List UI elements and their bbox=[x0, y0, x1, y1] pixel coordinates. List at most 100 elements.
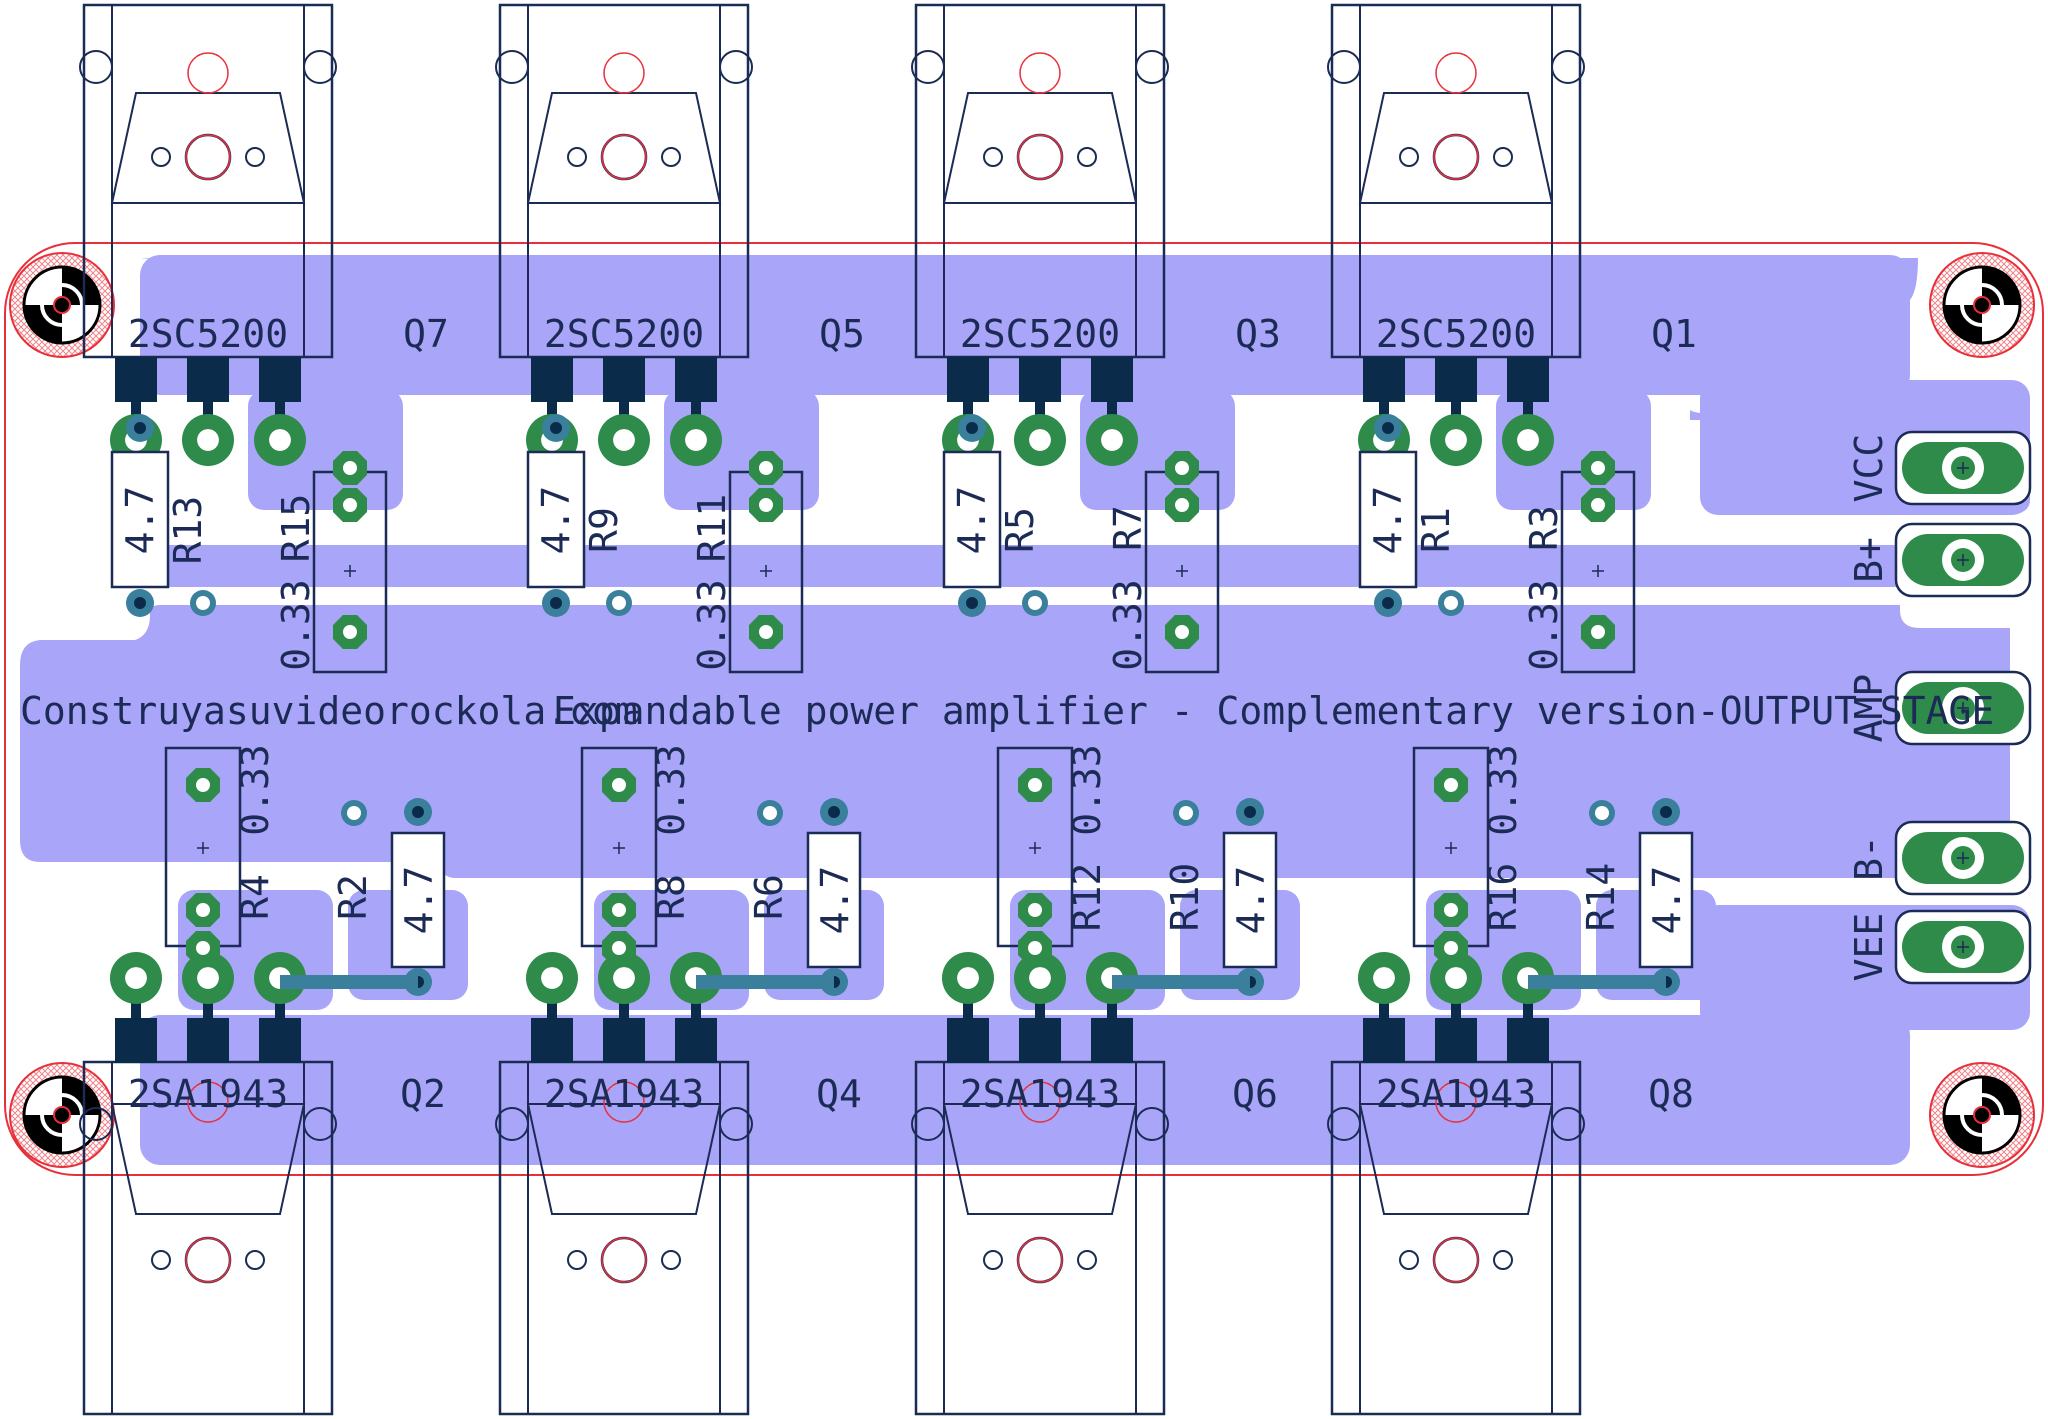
pad-drill bbox=[612, 941, 626, 955]
fiducial-quadrant bbox=[1982, 1077, 2020, 1115]
resistor-value-label: 0.33 bbox=[649, 744, 693, 836]
package-hole-keepout bbox=[185, 1237, 231, 1283]
connector-label: AMP bbox=[1847, 674, 1891, 743]
base-trace bbox=[696, 975, 834, 989]
pad-drill bbox=[1444, 941, 1458, 955]
package-keepout bbox=[1435, 1081, 1477, 1123]
copper-amp-region bbox=[20, 605, 2010, 862]
resistor-ref-label: R5 bbox=[998, 507, 1042, 553]
resistor-pad-center bbox=[412, 806, 424, 818]
resistor-pad-center bbox=[1244, 806, 1256, 818]
transistor-lead bbox=[603, 1018, 645, 1063]
pad-drill bbox=[1028, 903, 1042, 917]
transistor-lead bbox=[1435, 1018, 1477, 1063]
package-corner bbox=[1135, 50, 1169, 84]
resistor-ref-label: R2 bbox=[331, 874, 375, 920]
base-trace bbox=[1528, 975, 1666, 989]
transistor-lead bbox=[1507, 1018, 1549, 1063]
connector-mark bbox=[1957, 702, 1969, 714]
transistor-lead bbox=[187, 1018, 229, 1063]
resistor-center-mark bbox=[1029, 842, 1041, 854]
resistor-ref-label: R4 bbox=[233, 874, 277, 920]
package-corner bbox=[495, 50, 529, 84]
package-corner bbox=[1135, 1107, 1169, 1141]
package-pin-hole bbox=[983, 1250, 1003, 1270]
transistor-ref-label: Q1 bbox=[1651, 312, 1697, 356]
pad-drill bbox=[1591, 498, 1605, 512]
package-corner bbox=[79, 50, 113, 84]
pad-drill bbox=[612, 903, 626, 917]
resistor-ref-label: R12 bbox=[1065, 863, 1109, 932]
pad-drill bbox=[759, 498, 773, 512]
package-pin-hole bbox=[151, 1250, 171, 1270]
transistor-value-label: 2SA1943 bbox=[960, 1072, 1120, 1116]
resistor-outline bbox=[1222, 831, 1278, 969]
resistor-ref-label: R11 bbox=[690, 494, 734, 563]
resistor-ref-label: R9 bbox=[582, 507, 626, 553]
package-hole-keepout bbox=[601, 1237, 647, 1283]
transistor-package bbox=[79, 1060, 337, 1416]
pad-drill bbox=[269, 429, 291, 451]
package-corner bbox=[719, 50, 753, 84]
package-pin-hole bbox=[661, 147, 681, 167]
resistor-pad-center bbox=[550, 422, 562, 434]
package-corner bbox=[1327, 50, 1361, 84]
package-pin-hole bbox=[151, 147, 171, 167]
pad-drill bbox=[1444, 903, 1458, 917]
resistor-center-mark bbox=[197, 842, 209, 854]
transistor-lead-trace bbox=[547, 990, 557, 1020]
resistor-pad-center bbox=[1382, 597, 1394, 609]
resistor-center-mark bbox=[760, 565, 772, 577]
pad-drill bbox=[1444, 778, 1458, 792]
resistor-value-label: 0.33 bbox=[690, 579, 734, 671]
package-window bbox=[526, 1103, 722, 1215]
package-corner bbox=[911, 50, 945, 84]
transistor-value-label: 2SA1943 bbox=[128, 1072, 288, 1116]
resistor-outline bbox=[942, 450, 1002, 589]
transistor-lead bbox=[531, 1018, 573, 1063]
resistor-value-label: 4.7 bbox=[1229, 866, 1273, 935]
transistor-lead-trace bbox=[963, 990, 973, 1020]
transistor-lead bbox=[1091, 357, 1133, 402]
package-hole-keepout bbox=[1017, 134, 1063, 180]
transistor-lead bbox=[259, 357, 301, 402]
connector-mark bbox=[1957, 941, 1969, 953]
transistor-ref-label: Q8 bbox=[1648, 1072, 1694, 1116]
via-drill bbox=[1028, 596, 1042, 610]
transistor-lead bbox=[675, 357, 717, 402]
resistor-pad-center bbox=[134, 597, 146, 609]
fiducial-inner bbox=[40, 283, 84, 327]
package-corner bbox=[79, 1107, 113, 1141]
package-pin-hole bbox=[1493, 147, 1513, 167]
resistor-outline bbox=[390, 831, 446, 969]
package-keepout bbox=[603, 52, 645, 94]
pad-drill bbox=[1373, 967, 1395, 989]
package-window bbox=[1358, 1103, 1554, 1215]
package-keepout bbox=[187, 52, 229, 94]
transistor-lead-trace bbox=[1107, 990, 1117, 1020]
pad-drill bbox=[1445, 967, 1467, 989]
pad-drill bbox=[1175, 461, 1189, 475]
pad-drill bbox=[343, 498, 357, 512]
pad-drill bbox=[343, 461, 357, 475]
package-pin-hole bbox=[567, 1250, 587, 1270]
transistor-lead bbox=[947, 1018, 989, 1063]
package-window bbox=[1358, 92, 1554, 204]
transistor-lead bbox=[1435, 357, 1477, 402]
connector-label: B+ bbox=[1847, 537, 1891, 583]
resistor-pad-center bbox=[134, 422, 146, 434]
pad-drill bbox=[343, 625, 357, 639]
transistor-value-label: 2SA1943 bbox=[544, 1072, 704, 1116]
resistor-outline bbox=[806, 831, 862, 969]
resistor-value-label: 0.33 bbox=[233, 744, 277, 836]
package-corner bbox=[303, 1107, 337, 1141]
resistor-value-label: 0.33 bbox=[1106, 579, 1150, 671]
connector-label: VCC bbox=[1847, 434, 1891, 503]
via-drill bbox=[347, 806, 361, 820]
via-drill bbox=[612, 596, 626, 610]
connector-label: B- bbox=[1847, 835, 1891, 881]
transistor-lead-trace bbox=[131, 990, 141, 1020]
pad-drill bbox=[197, 967, 219, 989]
